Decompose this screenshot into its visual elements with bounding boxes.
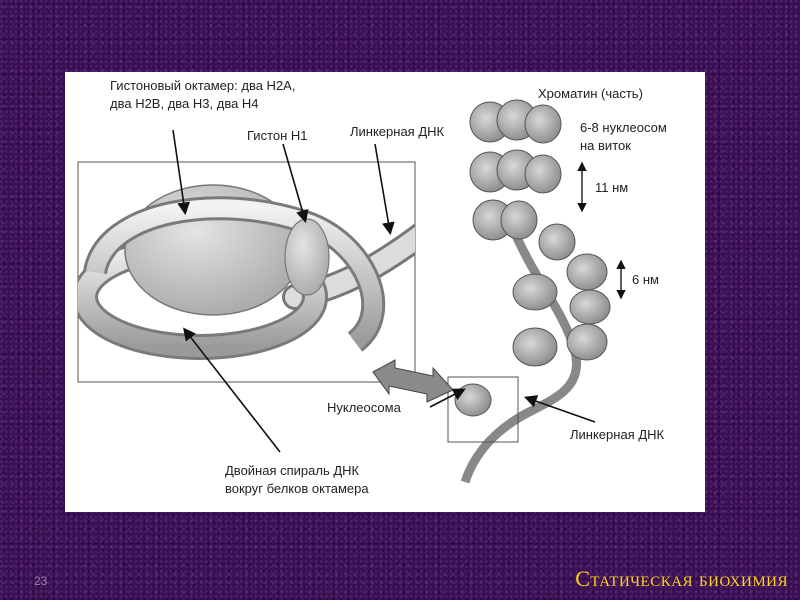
label-linker-dna-bottom: Линкерная ДНК <box>570 427 665 442</box>
label-double-helix-2: вокруг белков октамера <box>225 481 369 496</box>
footer-title: Статическая биохимия <box>575 566 788 591</box>
label-nucleosome: Нуклеосома <box>327 400 401 415</box>
nucleosome-highlight-box <box>447 376 519 443</box>
nucleosome-beads <box>454 253 611 417</box>
pointer-arrows <box>172 129 596 453</box>
label-linker-dna-top: Линкерная ДНК <box>350 124 445 139</box>
label-octamer: Гистоновый октамер: два Н2А, <box>110 78 296 93</box>
label-nucleosomes-per-turn: 6-8 нуклеосом <box>580 120 667 135</box>
arrow-double-helix <box>183 327 281 453</box>
label-octamer-2: два Н2В, два Н3, два Н4 <box>110 96 259 111</box>
histone-h1 <box>284 218 330 296</box>
arrow-linker-bottom <box>523 395 596 423</box>
label-chromatin: Хроматин (часть) <box>538 86 643 101</box>
arrow-linker-top <box>374 143 395 236</box>
diagram-panel: Гистоновый октамер: два Н2А, два Н2В, дв… <box>65 72 705 512</box>
label-double-helix: Двойная спираль ДНК <box>225 463 360 478</box>
label-histone-h1: Гистон Н1 <box>247 128 308 143</box>
arrow-nucleosome <box>429 388 466 408</box>
nucleosome-stack <box>469 99 576 261</box>
label-per-turn: на виток <box>580 138 631 153</box>
label-size-11nm: 11 нм <box>595 180 629 195</box>
arrow-h1 <box>282 143 309 224</box>
arrow-octamer <box>172 129 190 216</box>
chromatin-diagram <box>77 99 626 484</box>
label-size-6nm: 6 нм <box>632 272 659 287</box>
slide-number: 23 <box>34 574 48 588</box>
chromatin-fiber <box>447 99 611 484</box>
